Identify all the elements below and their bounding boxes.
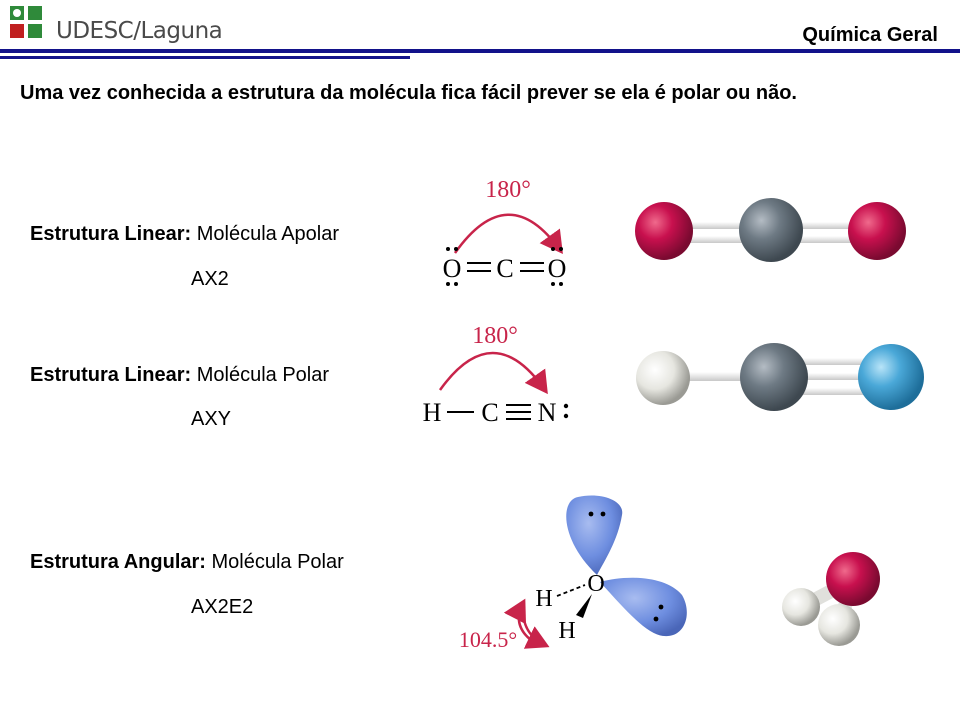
atom-label: O (443, 254, 462, 283)
udesc-logo-icon (10, 6, 42, 38)
h2o-lone-pair-structure: O H H 104.5° (459, 495, 687, 652)
hydrogen-atom (782, 588, 820, 626)
formula-ax2e2: AX2E2 (191, 596, 254, 618)
hcn-ball-stick-model (636, 343, 924, 411)
structure-linear-polar: Estrutura Linear: Molécula Polar (30, 364, 329, 387)
angle-label: 180° (485, 177, 531, 203)
atom-label: C (481, 398, 498, 427)
atom-label: H (423, 398, 442, 427)
angle-label: 180° (472, 323, 518, 349)
header-divider (0, 49, 960, 53)
structure-description: Molécula Polar (196, 364, 330, 386)
angle-arrow (438, 351, 548, 395)
structure-linear-apolar: Estrutura Linear: Molécula Apolar (30, 223, 339, 246)
carbon-atom (739, 198, 803, 262)
angle-arrow (453, 213, 563, 255)
carbon-atom (740, 343, 808, 411)
co2-lewis-structure: 180° O C O (443, 177, 567, 286)
co2-ball-stick-model (635, 198, 906, 262)
atom-label: H (558, 618, 575, 644)
oxygen-atom (848, 202, 906, 260)
hcn-lewis-structure: 180° H C N (423, 323, 569, 427)
atom-label: O (548, 254, 567, 283)
formula-axy: AXY (191, 408, 232, 430)
structure-type-label: Estrutura Angular: (30, 551, 206, 573)
header-divider-secondary (0, 56, 410, 59)
h2o-ball-stick-model (782, 552, 880, 646)
oxygen-atom (635, 202, 693, 260)
angle-label: 104.5° (459, 627, 517, 652)
structure-description: Molécula Apolar (196, 223, 340, 245)
intro-paragraph: Uma vez conhecida a estrutura da molécul… (20, 82, 797, 104)
formula-ax2: AX2 (191, 268, 229, 290)
lone-pair-lobe (566, 495, 623, 575)
atom-label: C (496, 254, 513, 283)
udesc-logo: UDESC/Laguna (8, 4, 228, 48)
atom-label: H (535, 586, 552, 612)
atom-label: O (587, 571, 604, 597)
structure-angular-polar: Estrutura Angular: Molécula Polar (30, 551, 344, 574)
structure-type-label: Estrutura Linear: (30, 223, 192, 245)
nitrogen-atom (858, 344, 924, 410)
course-title: Química Geral (802, 24, 938, 46)
oxygen-atom (826, 552, 880, 606)
institution-name: UDESC/Laguna (56, 18, 223, 44)
atom-label: N (538, 398, 557, 427)
structure-type-label: Estrutura Linear: (30, 364, 192, 386)
lone-pair-lobe (600, 577, 687, 637)
hydrogen-atom (818, 604, 860, 646)
hydrogen-atom (636, 351, 690, 405)
structure-description: Molécula Polar (211, 551, 344, 573)
